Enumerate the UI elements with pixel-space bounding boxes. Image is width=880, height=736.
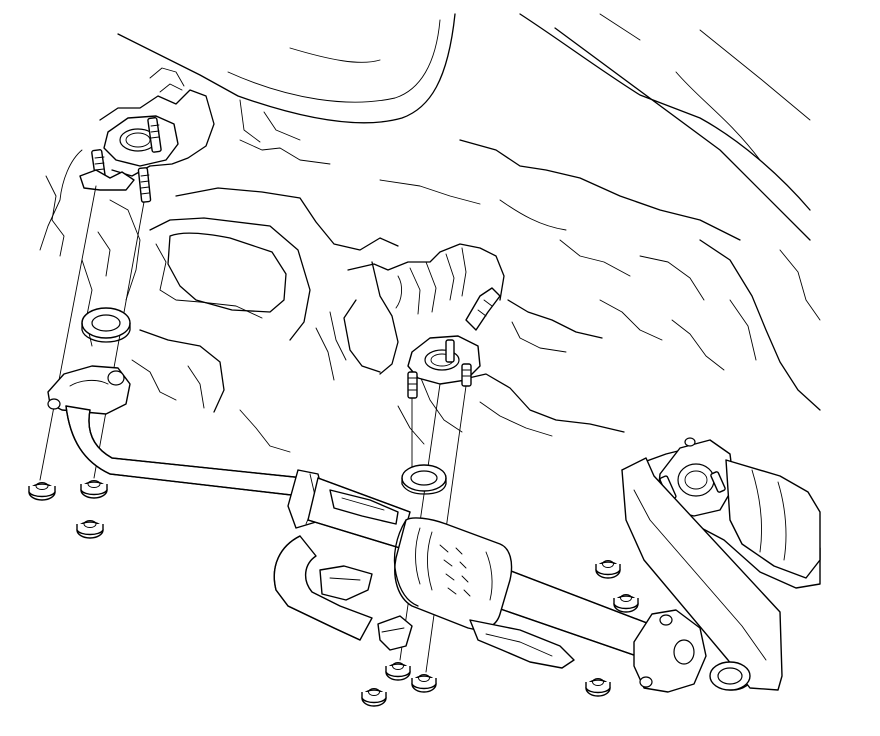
heat-shield xyxy=(329,489,575,669)
manifold-flange-studs xyxy=(79,115,179,203)
nut-icon xyxy=(585,678,611,697)
nut-icon xyxy=(80,480,108,499)
rear-converter-flange xyxy=(621,437,821,691)
nut-icon xyxy=(595,560,621,579)
catalytic-converter xyxy=(393,517,513,631)
assembly-guide-lines xyxy=(39,185,467,673)
nut-icon xyxy=(411,674,437,693)
nut-icon xyxy=(361,688,387,707)
nut-icon xyxy=(613,594,639,613)
nut-icon xyxy=(76,520,104,539)
rear-manifold-flange xyxy=(407,287,501,399)
nut-icon xyxy=(385,662,411,681)
front-exhaust-pipe xyxy=(47,365,707,693)
flange-nuts xyxy=(28,480,639,707)
engine-block xyxy=(39,13,821,453)
nut-icon xyxy=(28,482,56,501)
